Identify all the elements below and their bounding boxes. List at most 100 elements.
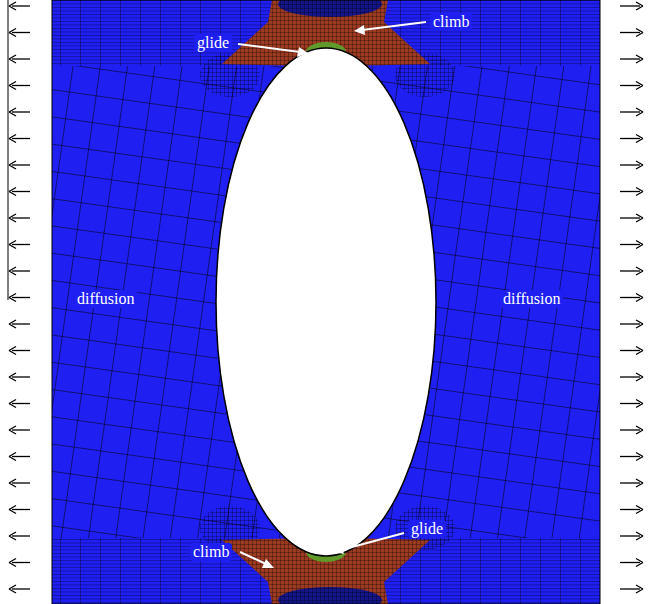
arrow-head xyxy=(636,161,643,169)
arrow-head xyxy=(636,453,643,461)
arrow-head xyxy=(636,506,643,514)
load-arrow xyxy=(620,164,640,165)
load-arrow xyxy=(620,456,640,457)
arrow-head xyxy=(636,135,643,143)
load-arrows xyxy=(9,2,643,593)
load-arrow xyxy=(12,270,30,271)
load-arrow xyxy=(620,350,640,351)
arrow-head xyxy=(9,29,16,37)
arrow-head xyxy=(9,55,16,63)
arrow-head xyxy=(9,453,16,461)
arrow-head xyxy=(9,506,16,514)
load-arrow xyxy=(620,111,640,112)
arrow-head xyxy=(9,188,16,196)
arrow-head xyxy=(9,161,16,169)
arrow-head xyxy=(9,426,16,434)
load-arrow xyxy=(620,58,640,59)
load-arrow xyxy=(620,138,640,139)
load-arrow xyxy=(620,297,640,298)
arrow-head xyxy=(636,559,643,567)
load-arrow xyxy=(620,244,640,245)
region-label: glide xyxy=(408,520,446,538)
arrow-head xyxy=(636,320,643,328)
load-arrow xyxy=(12,456,30,457)
load-arrow xyxy=(12,509,30,510)
arrow-head xyxy=(9,108,16,116)
load-arrow xyxy=(12,5,30,6)
load-arrow xyxy=(12,376,30,377)
load-arrow xyxy=(620,270,640,271)
load-arrow xyxy=(12,191,30,192)
arrow-head xyxy=(9,400,16,408)
arrow-head xyxy=(9,479,16,487)
arrow-head xyxy=(636,188,643,196)
load-arrow xyxy=(12,32,30,33)
arrow-head xyxy=(9,347,16,355)
arrow-head xyxy=(636,241,643,249)
load-arrow xyxy=(620,85,640,86)
arrow-head xyxy=(636,479,643,487)
arrow-head xyxy=(9,2,16,10)
arrow-head xyxy=(9,82,16,90)
region-label: diffusion xyxy=(500,290,563,308)
arrow-head xyxy=(636,400,643,408)
load-arrow xyxy=(12,85,30,86)
load-arrow xyxy=(620,5,640,6)
arrow-head xyxy=(636,426,643,434)
load-arrow xyxy=(12,217,30,218)
region-label: diffusion xyxy=(74,290,137,308)
arrow-head xyxy=(9,585,16,593)
load-arrow xyxy=(12,588,30,589)
load-arrow xyxy=(12,403,30,404)
arrow-head xyxy=(9,214,16,222)
load-arrow xyxy=(620,535,640,536)
arrow-head xyxy=(636,585,643,593)
load-arrow xyxy=(620,32,640,33)
load-arrow xyxy=(12,244,30,245)
region-label: climb xyxy=(430,13,472,31)
arrow-head xyxy=(636,82,643,90)
region-label: climb xyxy=(190,543,232,561)
load-arrow xyxy=(620,509,640,510)
arrow-head xyxy=(9,532,16,540)
load-arrow xyxy=(12,535,30,536)
arrow-head xyxy=(636,108,643,116)
arrow-head xyxy=(636,294,643,302)
load-arrow xyxy=(620,562,640,563)
load-arrow xyxy=(620,217,640,218)
load-arrow xyxy=(620,429,640,430)
load-arrow xyxy=(12,297,30,298)
load-arrow xyxy=(12,429,30,430)
arrow-head xyxy=(636,2,643,10)
load-arrow xyxy=(12,350,30,351)
arrow-head xyxy=(9,135,16,143)
arrow-head xyxy=(9,294,16,302)
region-label: glide xyxy=(194,34,232,52)
load-arrow xyxy=(620,403,640,404)
arrow-head xyxy=(636,55,643,63)
arrow-head xyxy=(9,373,16,381)
load-arrow xyxy=(620,482,640,483)
load-arrow xyxy=(620,191,640,192)
arrow-head xyxy=(636,214,643,222)
arrow-head xyxy=(636,267,643,275)
load-arrow xyxy=(620,588,640,589)
arrow-head xyxy=(9,559,16,567)
arrow-head xyxy=(9,267,16,275)
load-arrow xyxy=(12,111,30,112)
arrow-head xyxy=(636,532,643,540)
load-arrow xyxy=(12,138,30,139)
load-arrow xyxy=(12,562,30,563)
arrow-head xyxy=(636,347,643,355)
load-arrow xyxy=(620,376,640,377)
arrow-head xyxy=(636,373,643,381)
arrow-head xyxy=(9,241,16,249)
load-arrow xyxy=(12,323,30,324)
load-arrow xyxy=(12,482,30,483)
load-arrow xyxy=(12,58,30,59)
arrow-head xyxy=(9,320,16,328)
arrow-head xyxy=(636,29,643,37)
load-arrow xyxy=(620,323,640,324)
load-arrow xyxy=(12,164,30,165)
